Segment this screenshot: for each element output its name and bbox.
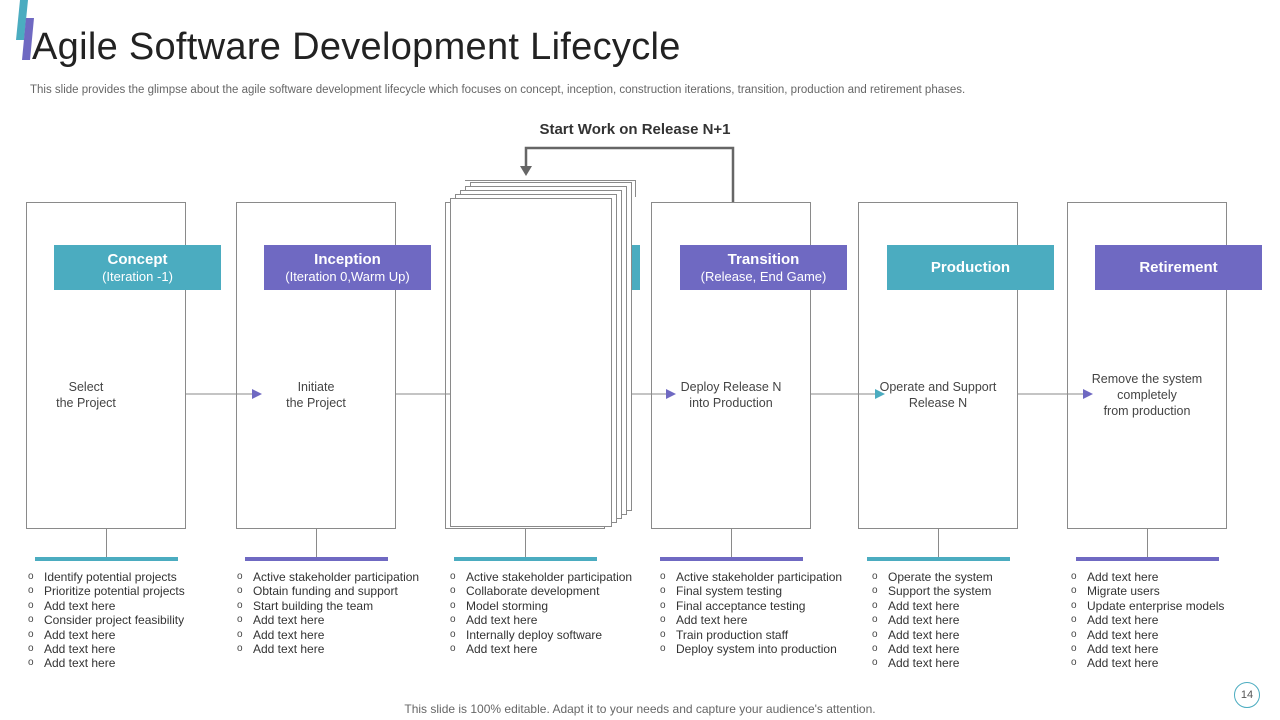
activity-item: Operate the system <box>870 570 1055 585</box>
activity-item: Obtain funding and support <box>235 584 425 599</box>
phase-connector <box>938 529 939 557</box>
phase-connector <box>525 529 526 557</box>
phase-name: Retirement <box>1139 258 1218 276</box>
stack-card <box>450 198 612 527</box>
phase-label: Production <box>887 245 1054 290</box>
phase-underline <box>660 557 803 561</box>
footer-note: This slide is 100% editable. Adapt it to… <box>404 702 876 716</box>
activity-item: Add text here <box>870 656 1055 671</box>
phase-label: Transition(Release, End Game) <box>680 245 847 290</box>
phase-activities: Active stakeholder participationFinal sy… <box>658 570 848 657</box>
activity-item: Add text here <box>26 642 211 657</box>
activity-item: Add text here <box>870 628 1055 643</box>
activity-item: Add text here <box>1069 642 1269 657</box>
phase-connector <box>106 529 107 557</box>
activity-item: Add text here <box>870 613 1055 628</box>
phase-description: Operate and Support Release N <box>879 380 997 410</box>
activity-item: Add text here <box>870 599 1055 614</box>
phase-label: Concept(Iteration -1) <box>54 245 221 290</box>
activity-item: Add text here <box>1069 570 1269 585</box>
page-subtitle: This slide provides the glimpse about th… <box>30 84 966 96</box>
phase-iteration: (Iteration -1) <box>102 268 173 284</box>
phase-underline <box>35 557 178 561</box>
activity-item: Add text here <box>26 599 211 614</box>
activity-item: Add text here <box>448 642 638 657</box>
phase-connector <box>1147 529 1148 557</box>
activity-item: Add text here <box>448 613 638 628</box>
activity-item: Migrate users <box>1069 584 1269 599</box>
phase-name: Inception <box>314 250 381 268</box>
activity-item: Add text here <box>1069 613 1269 628</box>
activity-item: Support the system <box>870 584 1055 599</box>
activity-item: Final acceptance testing <box>658 599 848 614</box>
phase-description: Initiate the Project <box>286 380 346 410</box>
phase-connector <box>731 529 732 557</box>
phase-connector <box>316 529 317 557</box>
activity-item: Add text here <box>1069 628 1269 643</box>
title-accent-icon <box>16 0 34 60</box>
phase-activities: Add text hereMigrate usersUpdate enterpr… <box>1069 570 1269 671</box>
phase-activities: Identify potential projectsPrioritize po… <box>26 570 211 671</box>
activity-item: Active stakeholder participation <box>448 570 638 585</box>
phase-description: Remove the system completely from produc… <box>1091 372 1203 418</box>
activity-item: Prioritize potential projects <box>26 584 211 599</box>
loop-label: Start Work on Release N+1 <box>539 121 731 138</box>
phase-iteration: (Iteration 0,Warm Up) <box>285 268 410 284</box>
phase-underline <box>245 557 388 561</box>
phase-name: Production <box>930 258 1011 276</box>
activity-item: Train production staff <box>658 628 848 643</box>
phase-activities: Active stakeholder participationObtain f… <box>235 570 425 657</box>
page-number: 14 <box>1234 682 1260 708</box>
phase-name: Concept <box>107 250 168 268</box>
phase-underline <box>1076 557 1219 561</box>
activity-item: Add text here <box>235 613 425 628</box>
activity-item: Active stakeholder participation <box>658 570 848 585</box>
page-title: Agile Software Development Lifecycle <box>32 26 681 68</box>
activity-item: Update enterprise models <box>1069 599 1269 614</box>
activity-item: Add text here <box>26 656 211 671</box>
activity-item: Deploy system into production <box>658 642 848 657</box>
phase-name: Transition <box>727 250 800 268</box>
phase-description: Deploy Release N into Production <box>680 380 782 410</box>
activity-item: Start building the team <box>235 599 425 614</box>
phase-activities: Operate the systemSupport the systemAdd … <box>870 570 1055 671</box>
activity-item: Internally deploy software <box>448 628 638 643</box>
loop-back-arrow <box>524 146 735 202</box>
activity-item: Add text here <box>235 642 425 657</box>
activity-item: Add text here <box>870 642 1055 657</box>
phase-description: Select the Project <box>56 380 116 410</box>
phase-label: Retirement <box>1095 245 1262 290</box>
activity-item: Add text here <box>235 628 425 643</box>
loop-back-arrowhead <box>520 166 532 176</box>
phase-label: Inception(Iteration 0,Warm Up) <box>264 245 431 290</box>
activity-item: Consider project feasibility <box>26 613 211 628</box>
phase-underline <box>867 557 1010 561</box>
activity-item: Model storming <box>448 599 638 614</box>
phase-underline <box>454 557 597 561</box>
activity-item: Collaborate development <box>448 584 638 599</box>
activity-item: Final system testing <box>658 584 848 599</box>
phase-activities: Active stakeholder participationCollabor… <box>448 570 638 657</box>
phase-iteration: (Release, End Game) <box>700 268 827 284</box>
activity-item: Active stakeholder participation <box>235 570 425 585</box>
activity-item: Identify potential projects <box>26 570 211 585</box>
activity-item: Add text here <box>1069 656 1269 671</box>
activity-item: Add text here <box>658 613 848 628</box>
activity-item: Add text here <box>26 628 211 643</box>
